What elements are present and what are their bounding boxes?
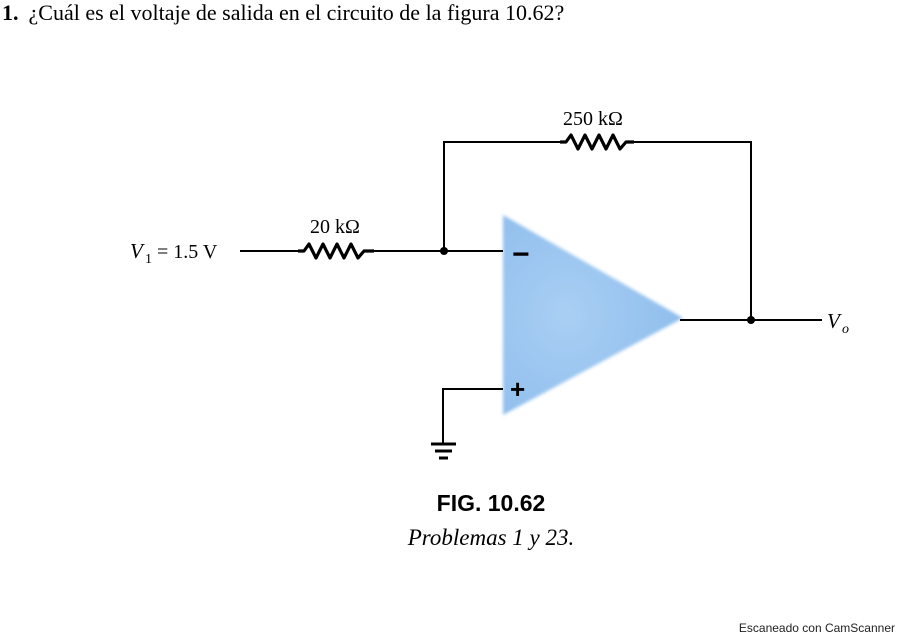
noninverting-wire bbox=[442, 388, 503, 443]
figure-caption: Problemas 1 y 23. bbox=[407, 525, 575, 550]
feedback-wire-right bbox=[634, 141, 752, 320]
junction-output bbox=[747, 316, 755, 324]
question-body: ¿Cuál es el voltaje de salida en el circ… bbox=[28, 0, 565, 25]
scanner-watermark: Escaneado con CamScanner bbox=[738, 621, 895, 635]
question-text: 1. ¿Cuál es el voltaje de salida en el ci… bbox=[2, 0, 564, 26]
output-voltage-symbol: V bbox=[827, 309, 842, 333]
input-resistor-label: 20 kΩ bbox=[310, 216, 360, 238]
junction-inverting bbox=[440, 247, 448, 255]
noninverting-sign: + bbox=[510, 374, 525, 404]
opamp-triangle bbox=[503, 215, 683, 415]
inverting-sign: − bbox=[512, 238, 530, 271]
feedback-wire-left bbox=[443, 141, 560, 251]
output-voltage-subscript: o bbox=[842, 322, 849, 337]
feedback-resistor bbox=[560, 133, 634, 151]
input-resistor bbox=[298, 242, 374, 260]
question-number: 1. bbox=[2, 0, 19, 25]
input-voltage-value: = 1.5 V bbox=[157, 241, 218, 263]
feedback-resistor-label: 250 kΩ bbox=[563, 108, 623, 130]
input-voltage-subscript: 1 bbox=[145, 252, 152, 267]
input-voltage-symbol: V bbox=[130, 239, 145, 263]
figure-title: FIG. 10.62 bbox=[436, 490, 546, 516]
